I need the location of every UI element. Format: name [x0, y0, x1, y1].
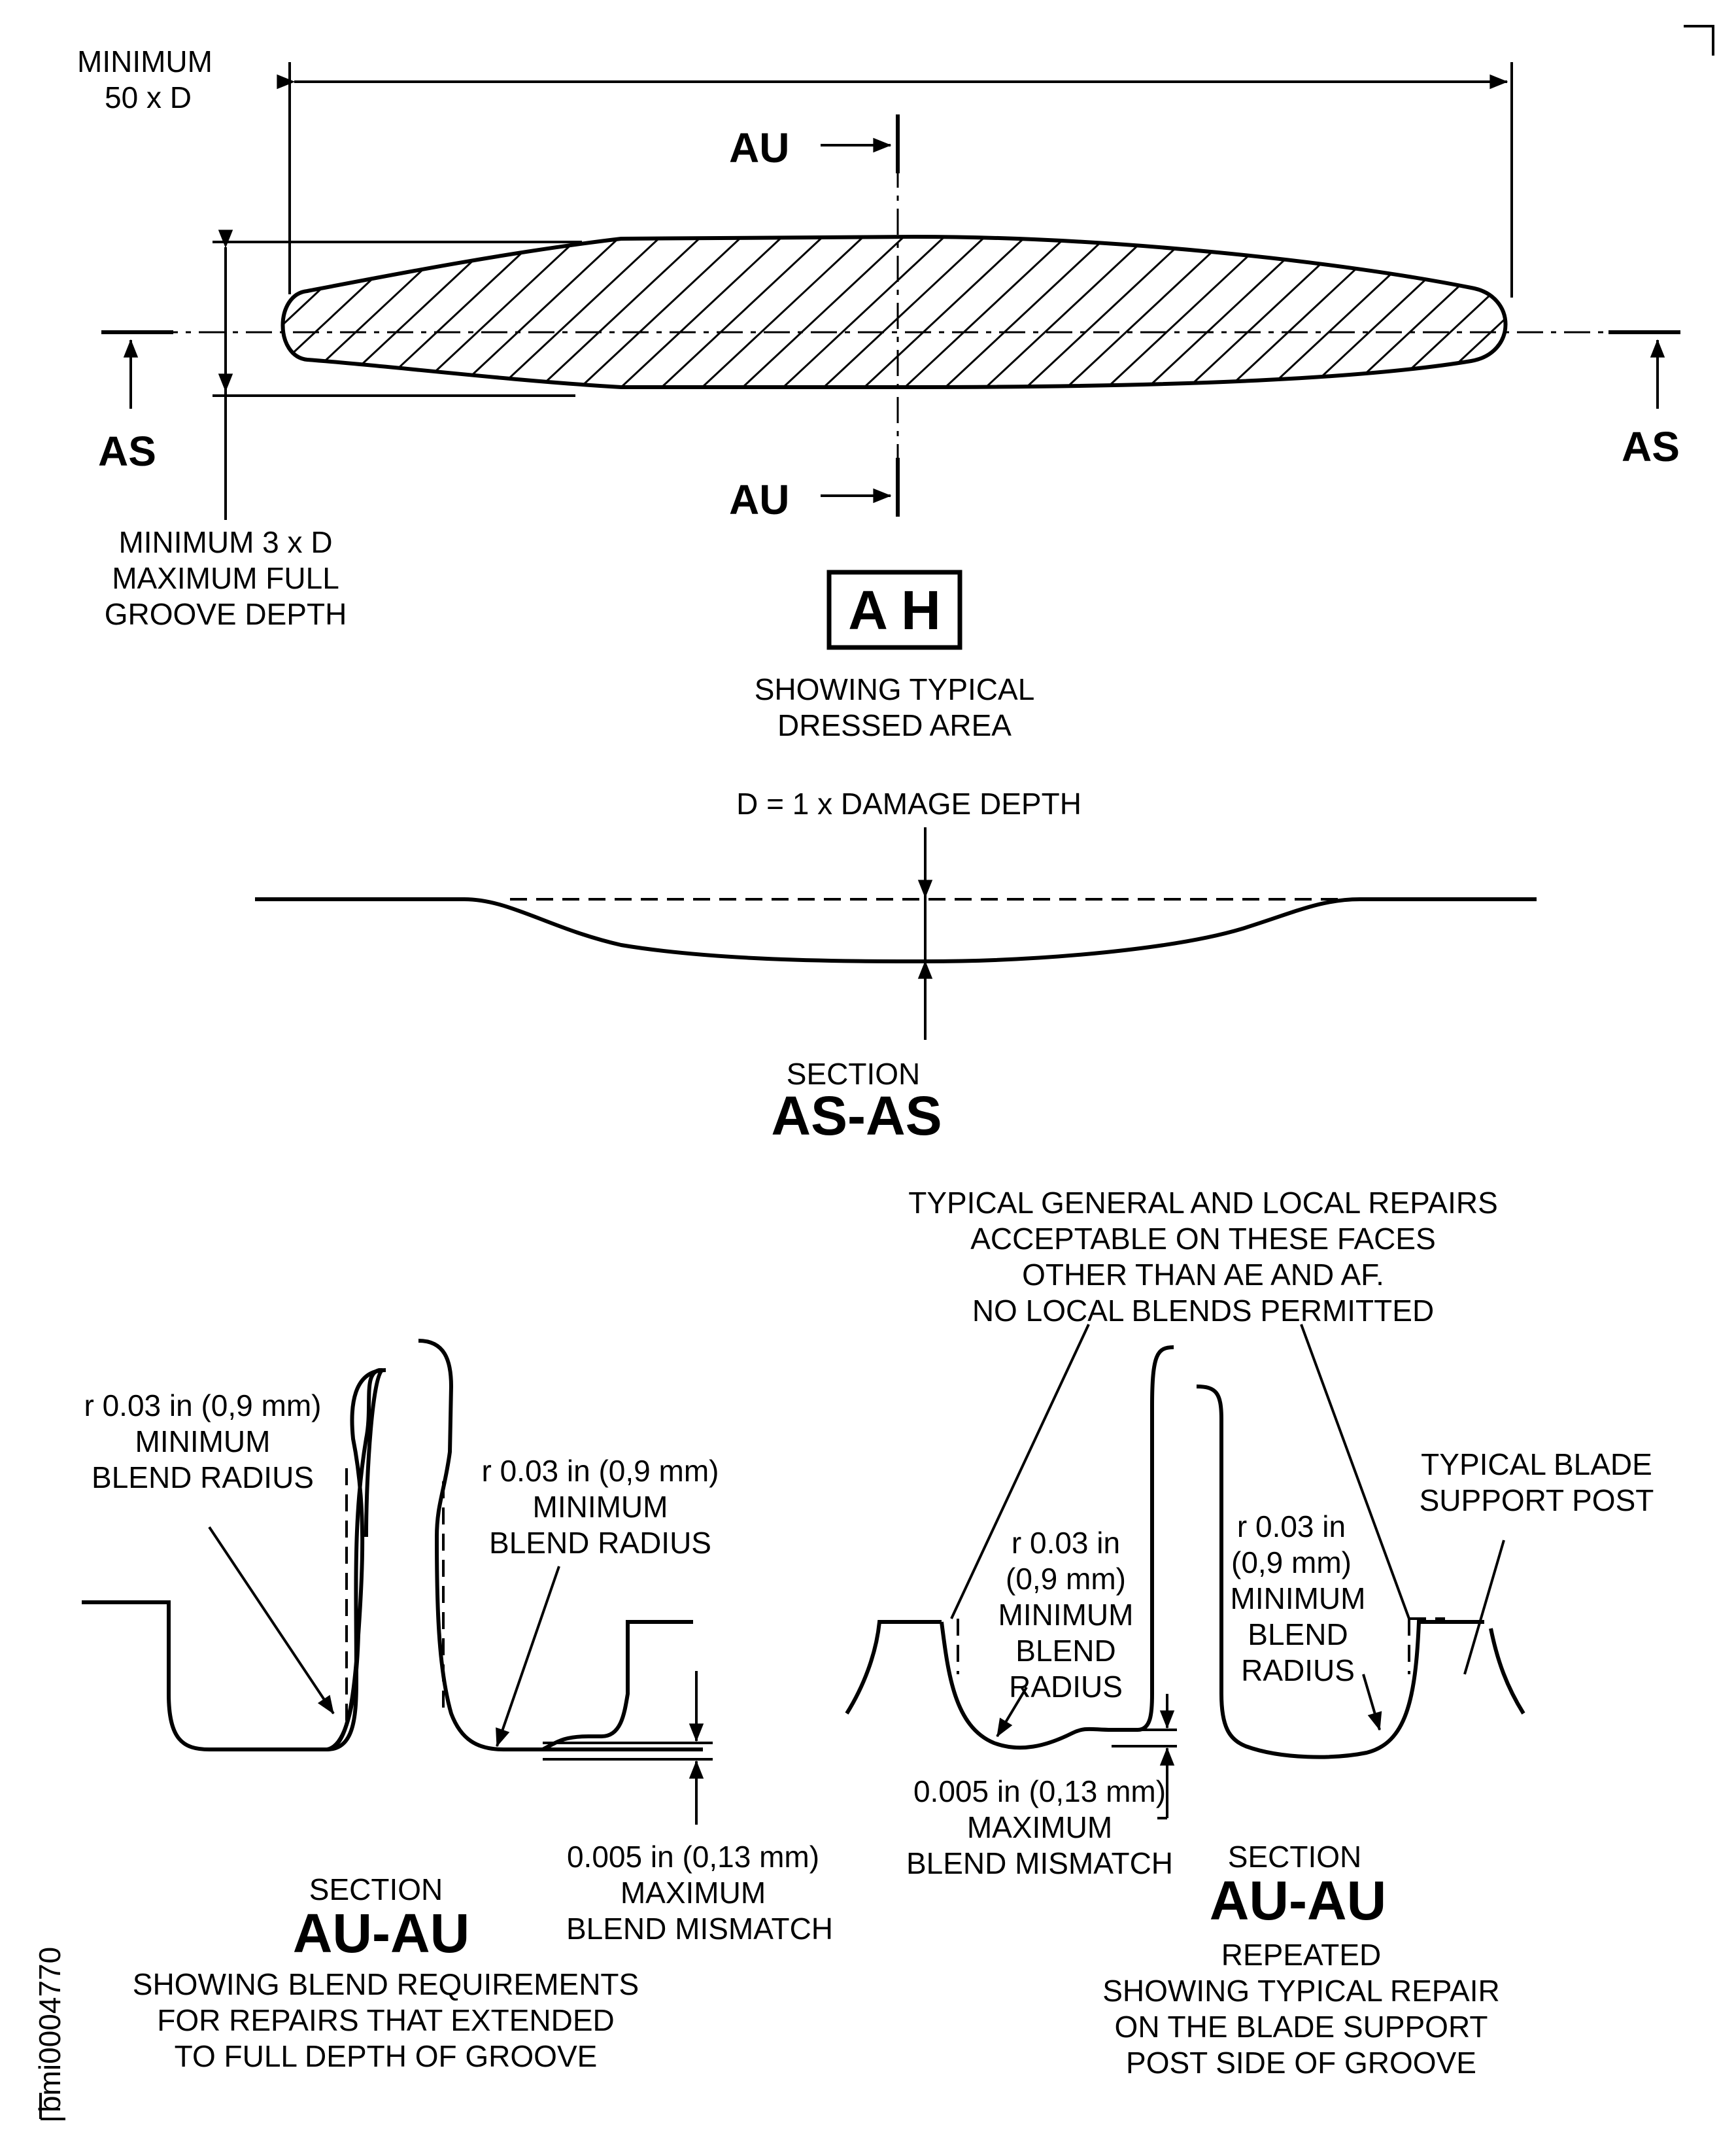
post-radius-note-5: RADIUS — [1241, 1653, 1355, 1687]
view-id: A H — [848, 579, 941, 641]
hatch-line — [843, 237, 1042, 387]
right-mismatch-note-2: MAXIMUM — [967, 1810, 1112, 1844]
dressed-area-outline — [281, 234, 1508, 389]
repairs-note-2: ACCEPTABLE ON THESE FACES — [970, 1222, 1436, 1256]
left-mismatch-note-2: MAXIMUM — [621, 1876, 766, 1910]
au-marker-top: AU — [729, 124, 789, 171]
left-mismatch-note-3: BLEND MISMATCH — [566, 1912, 833, 1946]
hatch-line — [1006, 237, 1204, 387]
left-radius-note-1: r 0.03 in (0,9 mm) — [84, 1388, 322, 1422]
groove-radius-note-3: MINIMUM — [998, 1598, 1134, 1632]
left-radius-note-2: MINIMUM — [135, 1424, 271, 1458]
right-groove-profile — [940, 1345, 1174, 1750]
post-radius-note-1: r 0.03 in — [1237, 1509, 1346, 1543]
right-radius-note-3: BLEND RADIUS — [489, 1526, 711, 1560]
repairs-note-3: OTHER THAN AE AND AF. — [1022, 1258, 1384, 1292]
hatch-line — [438, 237, 637, 387]
hatch-line — [681, 237, 880, 387]
repairs-note-1: TYPICAL GENERAL AND LOCAL REPAIRS — [908, 1186, 1498, 1220]
left-section-word: SECTION — [309, 1872, 443, 1906]
groove-radius-note-1: r 0.03 in — [1012, 1526, 1120, 1560]
hatch-line — [965, 237, 1164, 387]
hatch-line — [282, 237, 475, 387]
figure-id-group: bmi0004770 — [33, 1947, 67, 2120]
damage-depth-label: D = 1 x DAMAGE DEPTH — [736, 787, 1081, 821]
dressed-surface-profile — [255, 897, 1537, 964]
hatch-line — [1574, 222, 1736, 405]
right-caption-4: POST SIDE OF GROOVE — [1126, 2046, 1476, 2080]
post-radius-note-4: BLEND — [1248, 1617, 1348, 1651]
hatch-line — [925, 237, 1123, 387]
right-section-word: SECTION — [1228, 1840, 1361, 1874]
post-radius-note-2: (0,9 mm) — [1231, 1545, 1352, 1579]
right-caption-3: ON THE BLADE SUPPORT — [1115, 2010, 1488, 2044]
corner-mark — [1684, 25, 1714, 56]
hatch-line — [1046, 237, 1245, 387]
post-note-1: TYPICAL BLADE — [1421, 1447, 1652, 1481]
hatch-line — [282, 237, 434, 387]
view-ah: MINIMUM 50 x D AU AU AS AS MINIMUM 3 x D… — [77, 44, 1736, 742]
left-groove-profile — [82, 1368, 384, 1751]
groove-radius-note-4: BLEND — [1015, 1634, 1115, 1668]
hatch-line — [641, 237, 840, 387]
depth-label-3: GROOVE DEPTH — [105, 597, 347, 631]
depth-label-2: MAXIMUM FULL — [112, 561, 339, 595]
left-mismatch-note-1: 0.005 in (0,13 mm) — [567, 1840, 819, 1874]
hatch-line — [519, 237, 718, 387]
hatch-line — [762, 237, 961, 387]
section-as-id: AS-AS — [771, 1085, 942, 1146]
hatch-line — [560, 237, 758, 387]
right-section-id: AU-AU — [1210, 1870, 1387, 1931]
right-radius-note-1: r 0.03 in (0,9 mm) — [482, 1454, 719, 1488]
hatch-line — [1492, 237, 1506, 387]
post-radius-note-3: MINIMUM — [1231, 1581, 1366, 1615]
min-length-label-2: 50 x D — [105, 80, 192, 114]
groove-radius-note-2: (0,9 mm) — [1006, 1562, 1126, 1596]
hatch-line — [1534, 222, 1730, 405]
right-mismatch-note-1: 0.005 in (0,13 mm) — [913, 1774, 1166, 1808]
post-note-2: SUPPORT POST — [1420, 1483, 1654, 1517]
left-section-id: AU-AU — [293, 1902, 470, 1964]
right-radius-note-2: MINIMUM — [533, 1490, 668, 1524]
hatch-line — [803, 237, 1002, 387]
hatch-line — [1330, 237, 1506, 387]
hatch-line — [600, 237, 799, 387]
hatch-line — [479, 237, 677, 387]
as-marker-left: AS — [98, 428, 156, 475]
left-radius-note-3: BLEND RADIUS — [92, 1460, 314, 1494]
as-marker-right: AS — [1622, 423, 1680, 470]
hatch-line — [722, 237, 921, 387]
right-caption-2: SHOWING TYPICAL REPAIR — [1102, 1974, 1499, 2008]
section-as: D = 1 x DAMAGE DEPTH SECTION AS-AS — [255, 787, 1537, 1146]
au-marker-bottom: AU — [729, 476, 789, 523]
min-length-label-1: MINIMUM — [77, 44, 213, 78]
view-id-box — [826, 570, 962, 650]
section-au-right: TYPICAL GENERAL AND LOCAL REPAIRS ACCEPT… — [845, 1186, 1654, 2080]
hatch-line — [1452, 237, 1506, 387]
left-caption-3: TO FULL DEPTH OF GROOVE — [175, 2039, 598, 2073]
right-mismatch-note-3: BLEND MISMATCH — [906, 1846, 1173, 1880]
depth-label-1: MINIMUM 3 x D — [118, 525, 332, 559]
left-caption-2: FOR REPAIRS THAT EXTENDED — [157, 2003, 614, 2037]
view-caption-2: DRESSED AREA — [777, 708, 1012, 742]
groove-radius-note-5: RADIUS — [1009, 1670, 1123, 1704]
hatch-line — [1615, 222, 1736, 405]
figure-id: bmi0004770 — [33, 1947, 67, 2112]
section-as-word: SECTION — [787, 1057, 920, 1091]
view-caption-1: SHOWING TYPICAL — [755, 672, 1035, 706]
left-caption-1: SHOWING BLEND REQUIREMENTS — [133, 1967, 639, 2001]
right-caption-1: REPEATED — [1221, 1938, 1382, 1972]
hatch-line — [1249, 237, 1448, 387]
hatch-line — [884, 237, 1083, 387]
hatch-line — [1370, 237, 1506, 387]
repairs-note-4: NO LOCAL BLENDS PERMITTED — [972, 1294, 1434, 1328]
section-au-left: r 0.03 in (0,9 mm) MINIMUM BLEND RADIUS … — [82, 1339, 833, 2073]
